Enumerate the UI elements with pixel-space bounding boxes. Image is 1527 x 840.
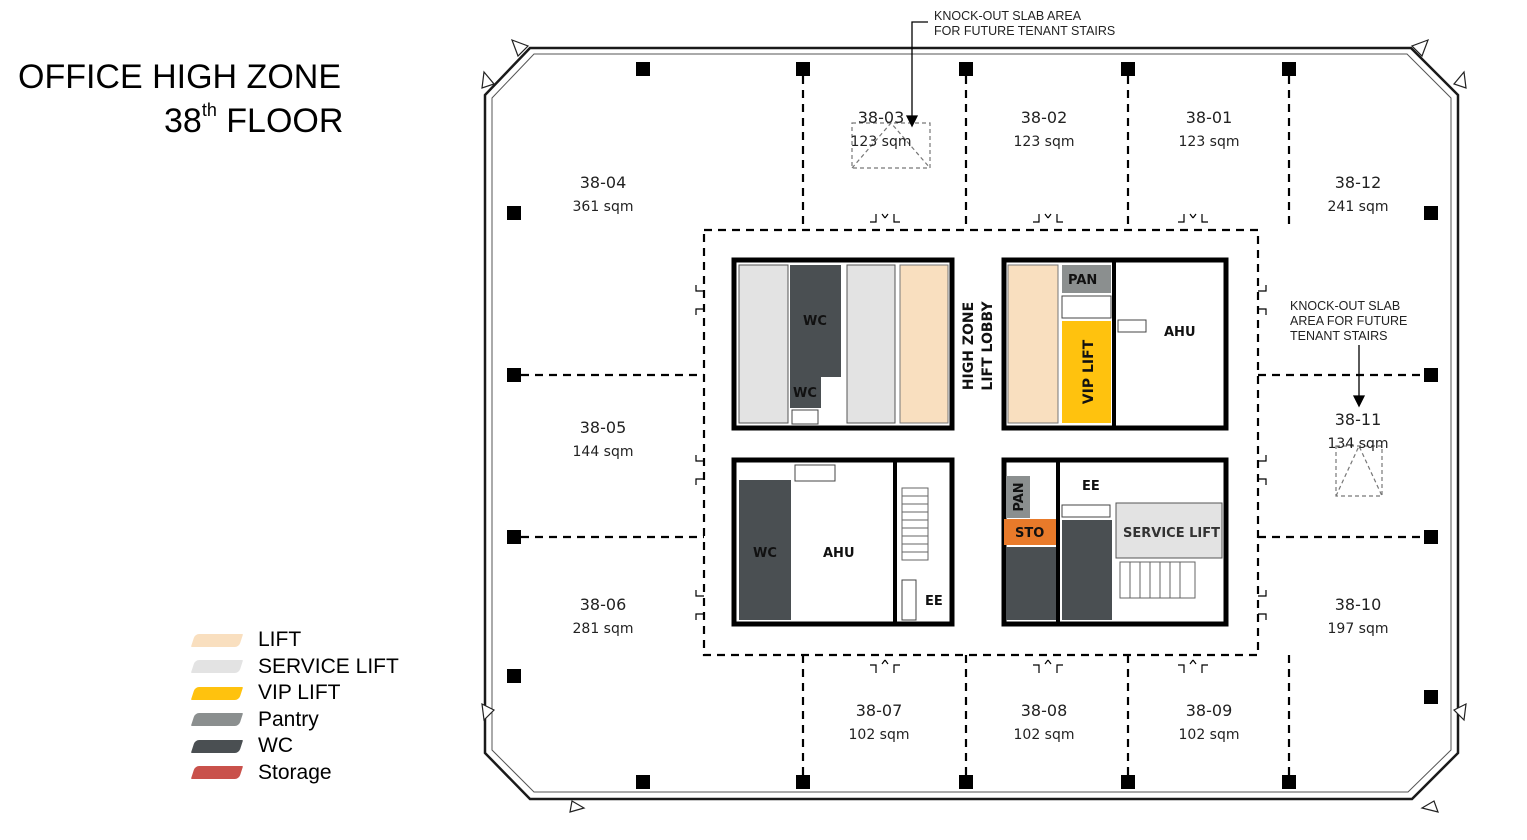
corner-fins	[481, 38, 1467, 813]
room-label-wc: WC	[753, 546, 777, 561]
unit-id-38-09: 38-09	[1186, 701, 1233, 720]
note-right-line3: TENANT STAIRS	[1290, 329, 1387, 343]
unit-id-38-04: 38-04	[580, 173, 627, 192]
unit-partitions	[521, 76, 1424, 775]
note-top-line2: FOR FUTURE TENANT STAIRS	[934, 24, 1115, 38]
unit-area-38-09: 102 sqm	[1179, 727, 1240, 743]
legend: LIFT SERVICE LIFT VIP LIFT Pantry WC Sto…	[190, 627, 399, 787]
unit-area-38-02: 123 sqm	[1014, 134, 1075, 150]
legend-item-lift: LIFT	[190, 627, 399, 654]
room-label-ee: EE	[925, 594, 943, 609]
legend-item-pantry: Pantry	[190, 707, 399, 734]
note-right-line1: KNOCK-OUT SLAB	[1290, 299, 1400, 313]
knock-out-slab	[851, 122, 1383, 497]
floor-word: FLOOR	[216, 102, 344, 140]
note-top-line1: KNOCK-OUT SLAB AREA	[934, 9, 1082, 23]
core-top-left	[731, 257, 955, 431]
floor-ordinal: th	[201, 100, 217, 120]
unit-area-38-07: 102 sqm	[849, 727, 910, 743]
legend-label: LIFT	[258, 628, 302, 652]
legend-item-service-lift: SERVICE LIFT	[190, 654, 399, 681]
unit-area-38-12: 241 sqm	[1328, 199, 1389, 215]
unit-id-38-01: 38-01	[1186, 108, 1233, 127]
unit-id-38-02: 38-02	[1021, 108, 1068, 127]
unit-area-38-04: 361 sqm	[573, 199, 634, 215]
legend-label: Pantry	[258, 707, 319, 731]
lobby-label-line2: LIFT LOBBY	[980, 301, 996, 391]
room-label-ahu: AHU	[823, 546, 855, 561]
unit-area-38-05: 144 sqm	[573, 444, 634, 460]
unit-id-38-06: 38-06	[580, 595, 627, 614]
plan-floor-title: 38th FLOOR	[164, 100, 343, 141]
unit-labels: 38-01 123 sqm 38-02 123 sqm 38-03 123 sq…	[573, 108, 1389, 743]
columns	[507, 62, 1438, 789]
legend-item-wc: WC	[190, 733, 399, 760]
room-label-ee: EE	[1082, 479, 1100, 494]
unit-id-38-11: 38-11	[1335, 410, 1382, 429]
room-label-storage: STO	[1015, 526, 1044, 541]
legend-item-storage: Storage	[190, 760, 399, 787]
unit-id-38-12: 38-12	[1335, 173, 1382, 192]
room-label-wc: WC	[803, 314, 827, 329]
knock-out-arrows	[905, 21, 1366, 408]
room-label-vip-lift: VIP LIFT	[1081, 339, 1097, 404]
legend-label: Storage	[258, 760, 332, 784]
room-label-wc: WC	[793, 386, 817, 401]
unit-id-38-10: 38-10	[1335, 595, 1382, 614]
core-bottom-right	[1001, 457, 1229, 627]
lobby-label-line1: HIGH ZONE	[961, 302, 977, 390]
unit-id-38-07: 38-07	[856, 701, 903, 720]
plan-title: OFFICE HIGH ZONE	[18, 58, 341, 96]
unit-id-38-08: 38-08	[1021, 701, 1068, 720]
room-label-ahu: AHU	[1164, 325, 1196, 340]
floor-number: 38	[164, 102, 202, 140]
core-top-right	[1001, 257, 1229, 431]
unit-area-38-01: 123 sqm	[1179, 134, 1240, 150]
legend-item-vip-lift: VIP LIFT	[190, 680, 399, 707]
partition-door-marks	[695, 213, 1267, 673]
unit-area-38-03: 123 sqm	[851, 134, 912, 150]
unit-id-38-05: 38-05	[580, 418, 627, 437]
room-label-service-lift: SERVICE LIFT	[1123, 526, 1220, 541]
core-bottom-left	[731, 457, 955, 627]
building-outline	[483, 46, 1460, 801]
unit-area-38-11: 134 sqm	[1328, 436, 1389, 452]
unit-area-38-06: 281 sqm	[573, 621, 634, 637]
legend-label: WC	[258, 734, 293, 758]
room-label-pantry: PAN	[1012, 482, 1027, 511]
note-right-line2: AREA FOR FUTURE	[1290, 314, 1407, 328]
unit-id-38-03: 38-03	[858, 108, 905, 127]
legend-label: SERVICE LIFT	[258, 654, 399, 678]
legend-label: VIP LIFT	[258, 681, 341, 705]
unit-area-38-10: 197 sqm	[1328, 621, 1389, 637]
room-label-pantry: PAN	[1068, 273, 1097, 288]
unit-area-38-08: 102 sqm	[1014, 727, 1075, 743]
building-outline-inner	[491, 53, 1452, 793]
